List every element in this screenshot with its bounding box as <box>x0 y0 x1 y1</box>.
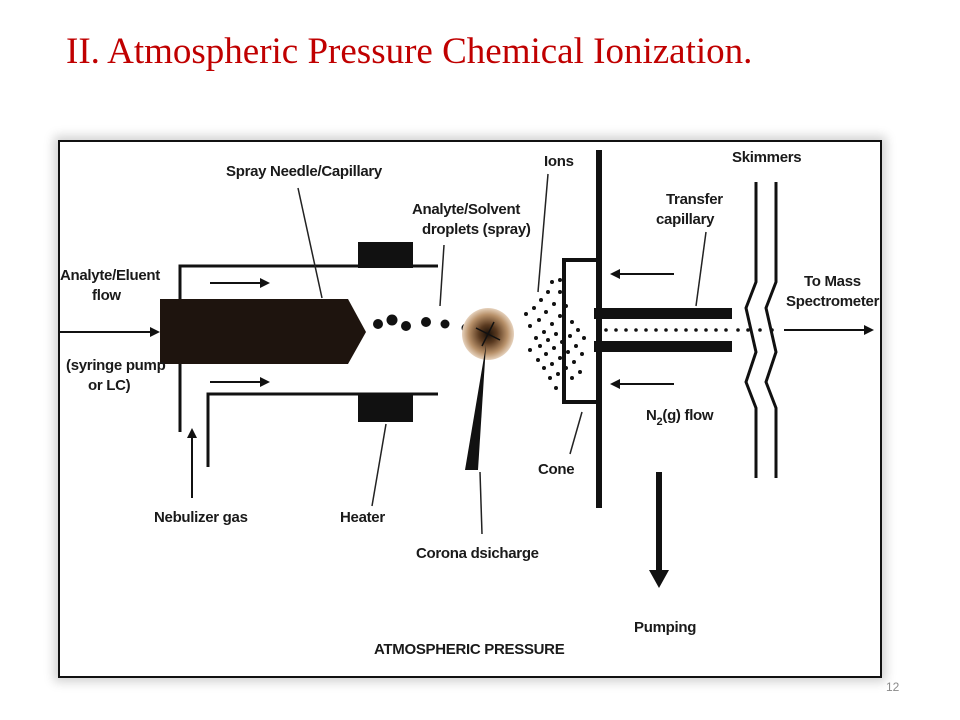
label-mass-spec-1: To Mass <box>804 273 861 290</box>
label-syringe-1: (syringe pump <box>66 357 166 374</box>
label-syringe-2: or LC) <box>88 377 131 394</box>
label-skimmers: Skimmers <box>732 149 801 166</box>
label-spray-needle: Spray Needle/Capillary <box>226 163 383 180</box>
label-cone: Cone <box>538 461 574 478</box>
corona-spark-2 <box>481 321 495 347</box>
label-analyte-flow-2: flow <box>92 287 121 304</box>
pumping-arrow <box>649 472 669 588</box>
label-mass-spec-2: Spectrometer <box>786 293 880 310</box>
apci-schematic: Spray Needle/Capillary Analyte/Eluent fl… <box>60 149 880 658</box>
label-nebulizer-gas: Nebulizer gas <box>154 509 248 526</box>
ion-cloud <box>524 278 586 390</box>
heater-block-top <box>358 242 413 268</box>
label-droplets-1: Analyte/Solvent <box>412 201 520 218</box>
leader-lines <box>297 173 707 535</box>
label-atmospheric-pressure: ATMOSPHERIC PRESSURE <box>374 641 565 658</box>
transfer-capillary-bottom <box>594 341 732 352</box>
nebulizer-housing-upper <box>178 264 438 432</box>
label-pumping: Pumping <box>634 619 696 636</box>
apci-diagram: Spray Needle/Capillary Analyte/Eluent fl… <box>58 140 882 678</box>
skimmer-2 <box>764 182 778 478</box>
heater-block-bottom <box>358 394 413 422</box>
label-heater: Heater <box>340 509 385 526</box>
label-transfer-1: Transfer <box>666 191 723 208</box>
page-number: 12 <box>886 680 900 694</box>
corona-needle <box>465 345 486 470</box>
slide-title: II. Atmospheric Pressure Chemical Ioniza… <box>66 31 753 72</box>
label-droplets-2: droplets (spray) <box>422 221 531 238</box>
label-n2-flow: N2(g) flow <box>646 407 714 428</box>
label-transfer-2: capillary <box>656 211 715 228</box>
skimmer-1 <box>744 182 758 478</box>
spray-droplets <box>373 314 471 333</box>
transfer-capillary-top <box>594 308 732 319</box>
cone <box>562 258 598 404</box>
ion-beam <box>604 328 774 332</box>
label-analyte-flow-1: Analyte/Eluent <box>60 267 160 284</box>
label-corona: Corona dsicharge <box>416 545 539 562</box>
label-ions: Ions <box>544 153 574 170</box>
spray-needle <box>160 299 366 364</box>
